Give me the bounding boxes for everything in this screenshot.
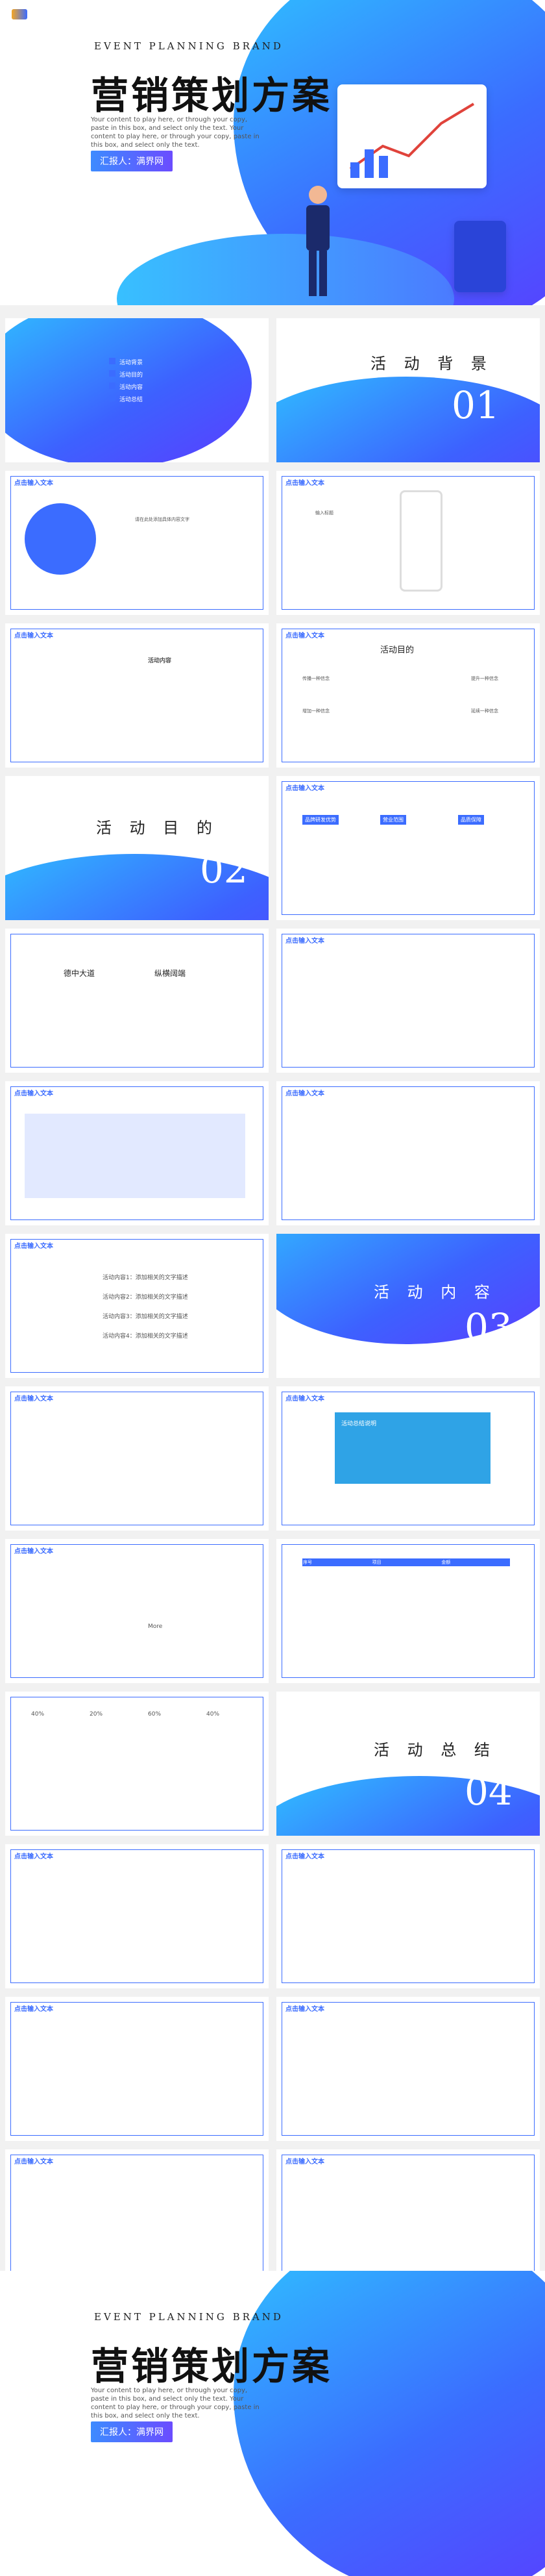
content-slide: 点击输入文本 活动内容 (5, 623, 269, 768)
slide-heading: 点击输入文本 (14, 480, 53, 487)
content-slide: 德中大道 纵横阔端 (5, 929, 269, 1073)
section-title: 活 动 总 结 (374, 1741, 496, 1759)
brand-text: EVENT PLANNING BRAND (94, 40, 284, 52)
content-slide: 点击输入文本 More (5, 1539, 269, 1683)
section-title: 活 动 目 的 (96, 819, 219, 837)
section-slide-01: 活 动 背 景 01 (276, 318, 540, 462)
mini-title: 营业范围 (380, 815, 406, 825)
calculator-illustration (454, 221, 506, 292)
content-slide: 点击输入文本 请在此处添加具体内容文字 (5, 471, 269, 615)
step-item: 活动内容3：添加相关的文字描述 (103, 1314, 188, 1320)
content-slide: 点击输入文本 (276, 1997, 540, 2141)
percent: 60% (148, 1711, 162, 1718)
content-title: 活动内容 (148, 658, 172, 664)
content-slide: 点击输入文本 (276, 2149, 540, 2294)
step-item: 活动内容4：添加相关的文字描述 (103, 1333, 188, 1340)
purpose-left-b: 增加一种信念 (302, 708, 330, 714)
section-title: 活 动 背 景 (370, 355, 493, 373)
purpose-title: 活动目的 (380, 645, 415, 655)
slide-heading: 点击输入文本 (285, 1395, 324, 1403)
purpose-right-b: 延续一种信念 (471, 708, 498, 714)
mini-title: 品牌研发优势 (302, 815, 339, 825)
cover-title: 营销策划方案 (91, 2344, 333, 2388)
slide-heading: 点击输入文本 (285, 480, 324, 487)
content-slide: 点击输入文本 活动总结说明 (276, 1386, 540, 1531)
content-slide: 点击输入文本 输入标题 (276, 471, 540, 615)
content-slide: 点击输入文本 (5, 1386, 269, 1531)
content-slide: 点击输入文本 活动目的 传播一种信念 增加一种信念 提升一种信念 延续一种信念 (276, 623, 540, 768)
toc-slide: 活动背景 活动目的 活动内容 活动总结 (5, 318, 269, 462)
slide-heading: 点击输入文本 (14, 1395, 53, 1403)
section-slide-03: 活 动 内 容 03 (276, 1234, 540, 1378)
brand-text: EVENT PLANNING BRAND (94, 2311, 284, 2323)
section-slide-04: 活 动 总 结 04 (276, 1692, 540, 1836)
slide-heading: 点击输入文本 (285, 785, 324, 792)
content-slide: 点击输入文本 (276, 1081, 540, 1225)
step-item: 活动内容2：添加相关的文字描述 (103, 1294, 188, 1301)
section-number: 01 (452, 383, 500, 427)
slide-heading: 点击输入文本 (14, 2158, 53, 2166)
businessman-illustration (306, 186, 330, 296)
toc-item[interactable]: 活动内容 (119, 384, 143, 391)
percent: 40% (206, 1711, 220, 1718)
content-slide: 点击输入文本 (5, 1997, 269, 2141)
blue-wave-decoration (234, 2271, 545, 2576)
brand-logo-icon (12, 9, 27, 19)
cover-subtitle: Your content to play here, or through yo… (91, 2387, 260, 2420)
slide-heading: 点击输入文本 (14, 1853, 53, 1860)
section-number: 03 (465, 1305, 513, 1349)
table-slide: 序号项目金额 (276, 1539, 540, 1683)
content-slide: 点击输入文本 (276, 1844, 540, 1988)
purpose-right-a: 提升一种信念 (471, 676, 498, 681)
section-number: 02 (200, 847, 248, 892)
slide-heading: 点击输入文本 (14, 632, 53, 640)
content-slide: 点击输入文本 活动内容1：添加相关的文字描述 活动内容2：添加相关的文字描述 活… (5, 1234, 269, 1378)
slide-heading: 点击输入文本 (285, 1853, 324, 1860)
content-slide: 点击输入文本 (5, 2149, 269, 2294)
toc-item[interactable]: 活动目的 (119, 372, 143, 379)
intro-b: 纵横阔端 (154, 969, 186, 978)
reporter-badge: 汇报人：满界网 (91, 2421, 173, 2442)
slide-heading: 点击输入文本 (14, 2006, 53, 2013)
reporter-badge: 汇报人：满界网 (91, 151, 173, 171)
input-title: 输入标题 (315, 510, 333, 516)
step-item: 活动内容1：添加相关的文字描述 (103, 1275, 188, 1281)
cover-subtitle: Your content to play here, or through yo… (91, 116, 260, 149)
content-slide: 点击输入文本 (5, 1844, 269, 1988)
toc-item[interactable]: 活动总结 (119, 397, 143, 403)
percent-slide: 40% 20% 60% 40% (5, 1692, 269, 1836)
chart-card-illustration (337, 84, 487, 188)
content-slide: 点击输入文本 (276, 929, 540, 1073)
section-title: 活 动 内 容 (374, 1283, 496, 1301)
percent: 40% (31, 1711, 45, 1718)
percent: 20% (90, 1711, 103, 1718)
slide-heading: 点击输入文本 (285, 938, 324, 945)
slide-heading: 点击输入文本 (285, 632, 324, 640)
mini-title: 品质保障 (458, 815, 484, 825)
content-slide: 点击输入文本 (5, 1081, 269, 1225)
slide-heading: 点击输入文本 (285, 2158, 324, 2166)
content-slide: 点击输入文本 品牌研发优势 营业范围 品质保障 (276, 776, 540, 920)
toc-item[interactable]: 活动背景 (119, 360, 143, 366)
slide-heading: 点击输入文本 (285, 1090, 324, 1097)
cover-slide: EVENT PLANNING BRAND 营销策划方案 Your content… (0, 0, 545, 305)
table: 序号项目金额 (302, 1558, 510, 1566)
slide-heading: 点击输入文本 (14, 1243, 53, 1250)
section-number: 04 (465, 1769, 513, 1814)
cover-title: 营销策划方案 (91, 73, 333, 118)
slide-heading: 点击输入文本 (14, 1090, 53, 1097)
body-text: 请在此处添加具体内容文字 (135, 517, 189, 522)
section-slide-02: 活 动 目 的 02 (5, 776, 269, 920)
slide-heading: 点击输入文本 (285, 2006, 324, 2013)
slide-heading: 点击输入文本 (14, 1548, 53, 1555)
sales-title: 活动总结说明 (341, 1421, 377, 1427)
purpose-left-a: 传播一种信念 (302, 676, 330, 681)
closing-slide: EVENT PLANNING BRAND 营销策划方案 Your content… (0, 2271, 545, 2576)
intro-a: 德中大道 (64, 969, 95, 978)
more-button[interactable]: More (148, 1623, 163, 1630)
